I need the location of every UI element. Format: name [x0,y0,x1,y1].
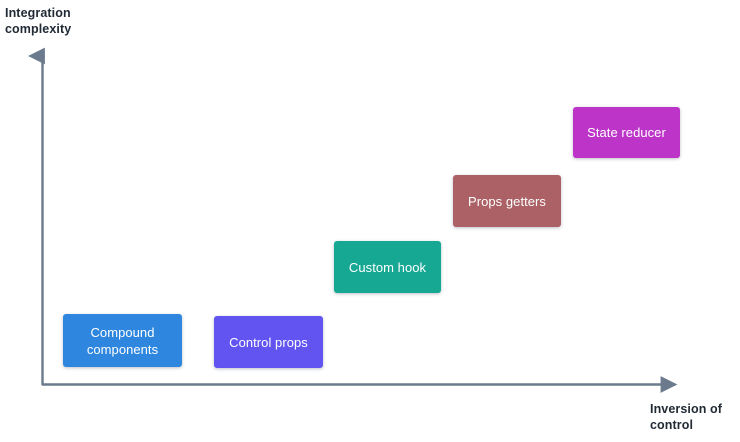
step-box-control-props[interactable]: Control props [214,316,323,368]
step-box-state-reducer[interactable]: State reducer [573,107,680,158]
step-box-props-getters[interactable]: Props getters [453,175,561,227]
step-box-compound-components[interactable]: Compound components [63,314,182,367]
step-box-label: State reducer [587,125,666,140]
x-axis-label: Inversion of control [650,402,723,432]
step-box-custom-hook[interactable]: Custom hook [334,241,441,293]
step-box-label: Control props [229,334,308,350]
y-axis-label: Integration complexity [5,6,72,36]
step-box-label: Custom hook [348,259,427,275]
step-box-label: Props getters [468,193,546,209]
step-box-label: Compound components [86,324,159,357]
